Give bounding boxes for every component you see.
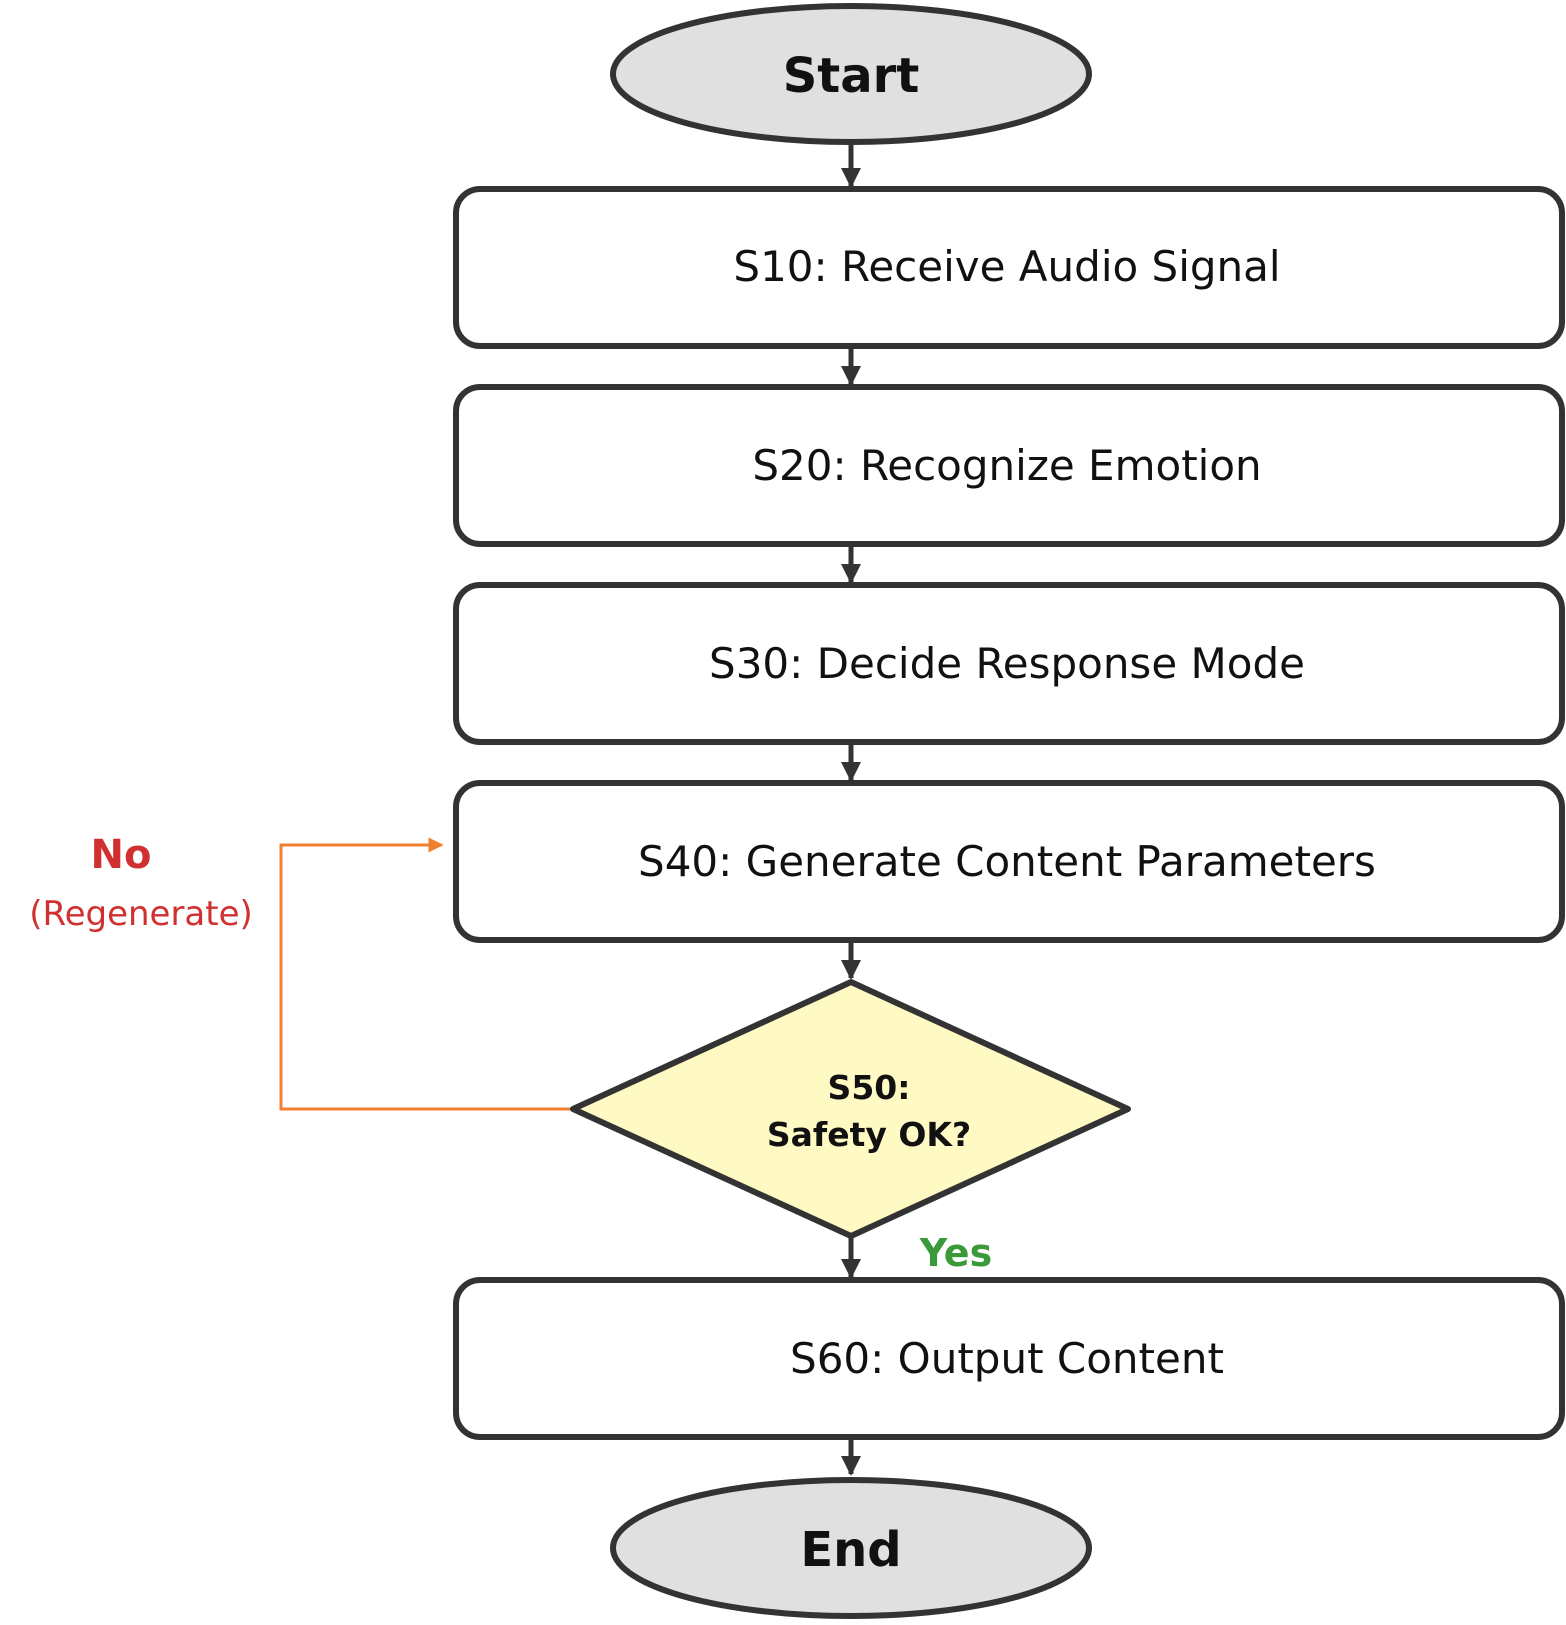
decision-s50: S50: Safety OK?: [570, 979, 1131, 1239]
decision-s50-line1: S50:: [828, 1068, 911, 1107]
step-s40-box: S40: Generate Content Parameters: [453, 780, 1565, 943]
step-s40-label: S40: Generate Content Parameters: [638, 837, 1376, 886]
start-terminal: Start: [610, 3, 1092, 145]
step-s30-box: S30: Decide Response Mode: [453, 582, 1565, 745]
no-branch-label: No: [91, 832, 152, 878]
step-s60-label: S60: Output Content: [790, 1334, 1224, 1383]
end-label: End: [800, 1522, 901, 1578]
end-terminal: End: [610, 1477, 1092, 1619]
no-branch-sublabel: (Regenerate): [29, 894, 253, 934]
step-s10-label: S10: Receive Audio Signal: [733, 242, 1280, 291]
decision-s50-line2: Safety OK?: [767, 1115, 971, 1154]
yes-branch-label: Yes: [919, 1231, 992, 1275]
step-s20-box: S20: Recognize Emotion: [453, 384, 1565, 547]
no-loop-arrow: [279, 837, 573, 1111]
step-s60-box: S60: Output Content: [453, 1277, 1565, 1440]
step-s10-box: S10: Receive Audio Signal: [453, 186, 1565, 349]
step-s30-label: S30: Decide Response Mode: [709, 639, 1305, 688]
step-s20-label: S20: Recognize Emotion: [752, 441, 1261, 490]
start-label: Start: [783, 48, 920, 104]
